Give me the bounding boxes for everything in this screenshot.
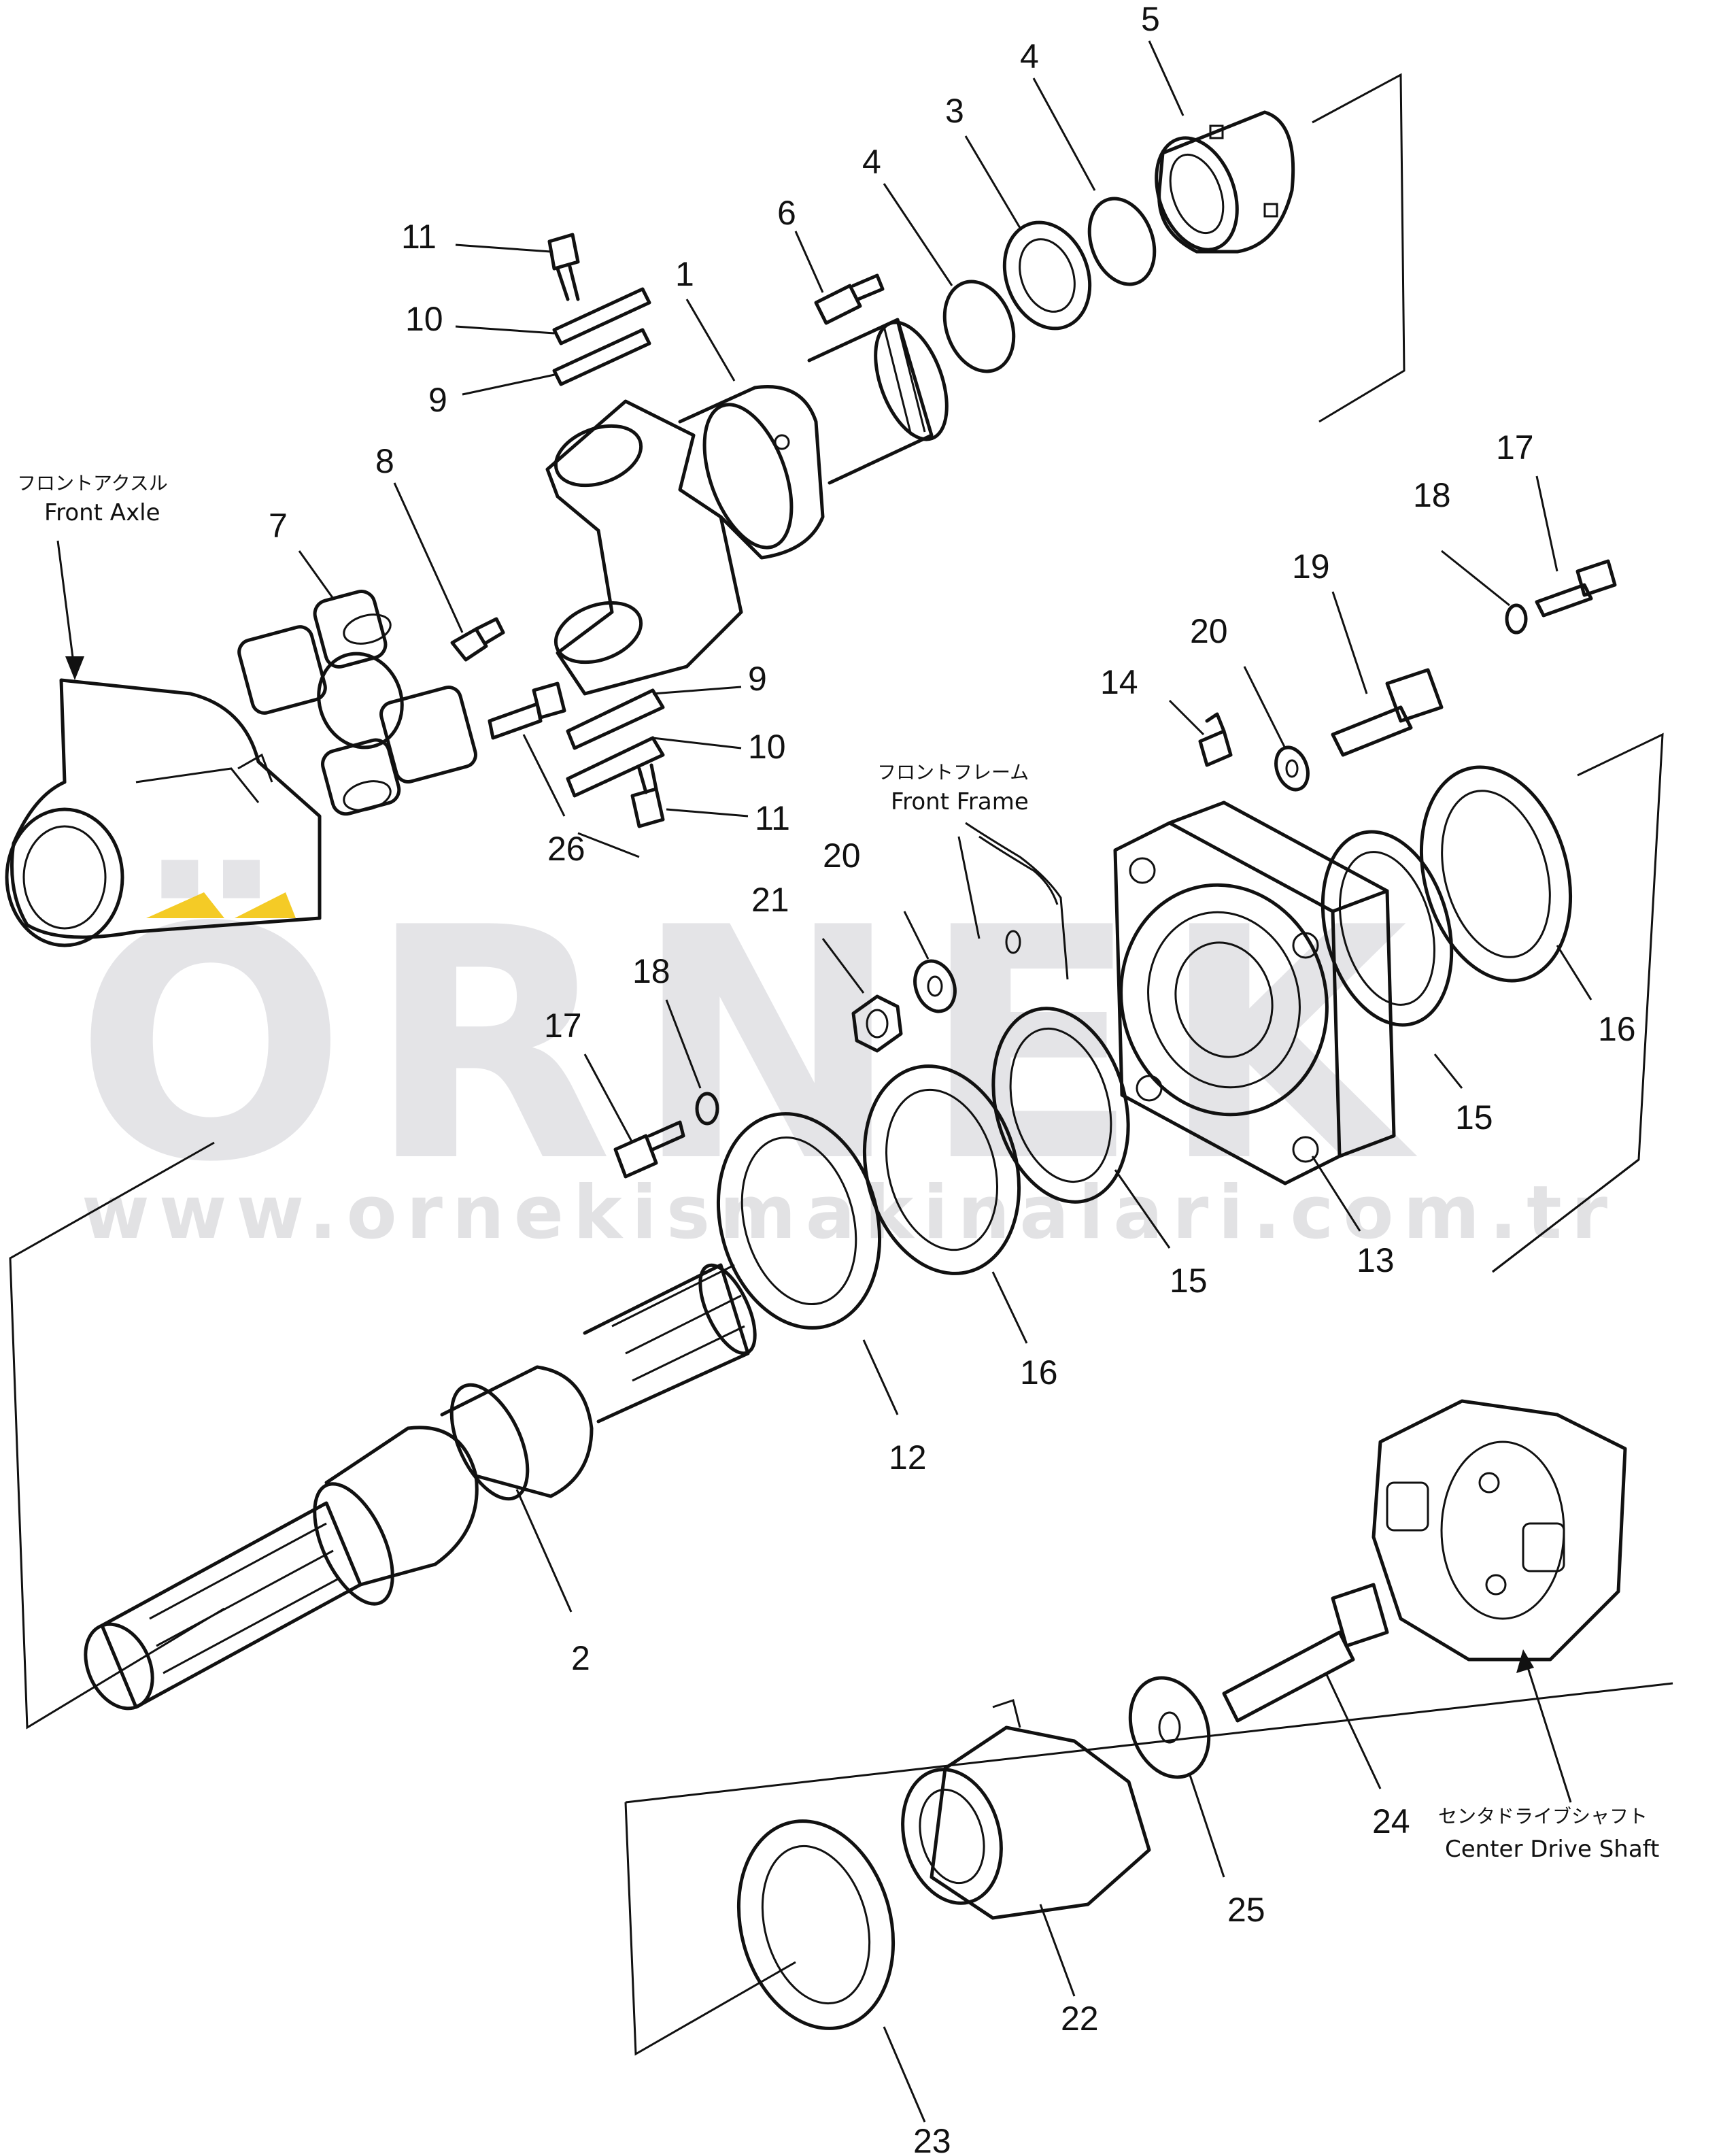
front-axle-label-en: Front Axle bbox=[44, 499, 160, 526]
front-frame-label-jp: フロントフレーム bbox=[877, 761, 1029, 784]
center-drive-shaft-callout: センタドライブシャフト Center Drive Shaft bbox=[1438, 1805, 1659, 1863]
watermark-accent-left bbox=[146, 892, 224, 918]
front-axle-housing bbox=[5, 678, 322, 947]
roller-bearing-15-lower bbox=[991, 1007, 1130, 1204]
part-label-13: 13 bbox=[1357, 1241, 1395, 1279]
washer-20-lower bbox=[913, 959, 957, 1013]
part-label-23: 23 bbox=[913, 2122, 951, 2156]
leader-lines bbox=[56, 40, 1592, 2123]
part-label-5: 5 bbox=[1141, 0, 1160, 38]
part-label-11a: 11 bbox=[401, 218, 437, 256]
part-label-22: 22 bbox=[1061, 2000, 1099, 2038]
part-label-24: 24 bbox=[1372, 1802, 1410, 1840]
yoke-flange-shaft bbox=[545, 318, 949, 696]
part-label-8: 8 bbox=[375, 442, 394, 480]
yoke-22 bbox=[901, 1699, 1151, 1920]
lower-bolt-plates bbox=[566, 688, 665, 828]
front-frame-label-en: Front Frame bbox=[891, 788, 1029, 815]
part-label-18a: 18 bbox=[1413, 476, 1451, 514]
snap-ring-4b bbox=[1087, 197, 1157, 286]
watermark: ÖRNEK www.ornekismakinalari.com.tr bbox=[75, 856, 1607, 1256]
part-label-7: 7 bbox=[269, 507, 288, 545]
nut-21 bbox=[851, 994, 903, 1053]
bearing-cap-5 bbox=[1155, 110, 1295, 254]
bolt-17-lower bbox=[613, 1120, 685, 1179]
part-label-11b: 11 bbox=[755, 799, 790, 837]
part-label-15b: 15 bbox=[1170, 1262, 1208, 1300]
part-label-21: 21 bbox=[751, 881, 789, 919]
retainer-16-lower bbox=[862, 1064, 1021, 1275]
grease-fitting-6 bbox=[814, 273, 885, 325]
front-frame-callout: フロントフレーム Front Frame bbox=[877, 761, 1029, 815]
part-label-4a: 4 bbox=[862, 143, 881, 181]
splined-shaft-2 bbox=[84, 1263, 757, 1711]
washer-25 bbox=[1128, 1676, 1211, 1779]
collar-3 bbox=[1002, 220, 1092, 331]
part-label-19: 19 bbox=[1292, 548, 1330, 586]
part-label-12: 12 bbox=[889, 1438, 927, 1477]
center-drive-shaft-flange bbox=[1371, 1399, 1627, 1662]
lock-washer-18-lower bbox=[695, 1092, 719, 1126]
part-label-14: 14 bbox=[1100, 663, 1138, 701]
front-axle-label-jp: フロントアクスル bbox=[17, 472, 168, 494]
part-label-17a: 17 bbox=[1496, 428, 1534, 467]
part-label-9a: 9 bbox=[428, 381, 447, 419]
part-label-9b: 9 bbox=[748, 660, 767, 698]
grease-fitting-8 bbox=[450, 617, 505, 662]
part-label-16b: 16 bbox=[1020, 1353, 1058, 1392]
seal-23 bbox=[736, 1819, 896, 2030]
part-label-20a: 20 bbox=[1190, 612, 1228, 650]
washer-20-upper bbox=[1274, 745, 1310, 792]
part-label-1: 1 bbox=[675, 255, 694, 293]
part-label-26: 26 bbox=[547, 830, 585, 868]
watermark-accent-right bbox=[235, 892, 296, 918]
bolt-26 bbox=[488, 681, 566, 740]
part-label-17b: 17 bbox=[544, 1007, 582, 1045]
upper-bolt-plates bbox=[547, 233, 651, 386]
bolt-17-upper bbox=[1535, 559, 1617, 618]
part-label-25: 25 bbox=[1227, 1891, 1265, 1929]
callout-arrowheads bbox=[65, 656, 1534, 1673]
front-frame-outline bbox=[965, 822, 1069, 980]
center-drive-shaft-label-jp: センタドライブシャフト bbox=[1438, 1805, 1648, 1827]
bracket-lines bbox=[9, 73, 1673, 2056]
lock-washer-18-upper bbox=[1505, 603, 1528, 635]
part-label-16a: 16 bbox=[1598, 1010, 1636, 1048]
part-label-10b: 10 bbox=[748, 728, 786, 766]
universal-joint-cross bbox=[237, 590, 477, 816]
part-number-labels: 5 4 3 4 6 1 11 10 9 8 7 9 10 11 26 17 18… bbox=[269, 0, 1636, 2156]
grease-fitting-14 bbox=[1198, 712, 1233, 767]
part-label-15a: 15 bbox=[1455, 1098, 1493, 1136]
part-label-3: 3 bbox=[945, 92, 964, 130]
part-label-20b: 20 bbox=[823, 837, 861, 875]
snap-ring-4a bbox=[942, 280, 1016, 373]
retainer-16-upper bbox=[1419, 765, 1573, 983]
front-axle-callout: フロントアクスル Front Axle bbox=[17, 472, 168, 526]
bolt-19 bbox=[1331, 668, 1444, 757]
part-label-6: 6 bbox=[777, 194, 796, 232]
part-label-2: 2 bbox=[571, 1639, 590, 1677]
roller-bearing-15-upper bbox=[1320, 830, 1454, 1027]
bolt-24 bbox=[1222, 1583, 1389, 1723]
bearing-housing-13 bbox=[1113, 801, 1396, 1185]
center-drive-shaft-label-en: Center Drive Shaft bbox=[1445, 1836, 1659, 1863]
part-label-4b: 4 bbox=[1020, 37, 1039, 75]
part-label-10a: 10 bbox=[405, 300, 443, 338]
part-label-18b: 18 bbox=[632, 952, 670, 990]
